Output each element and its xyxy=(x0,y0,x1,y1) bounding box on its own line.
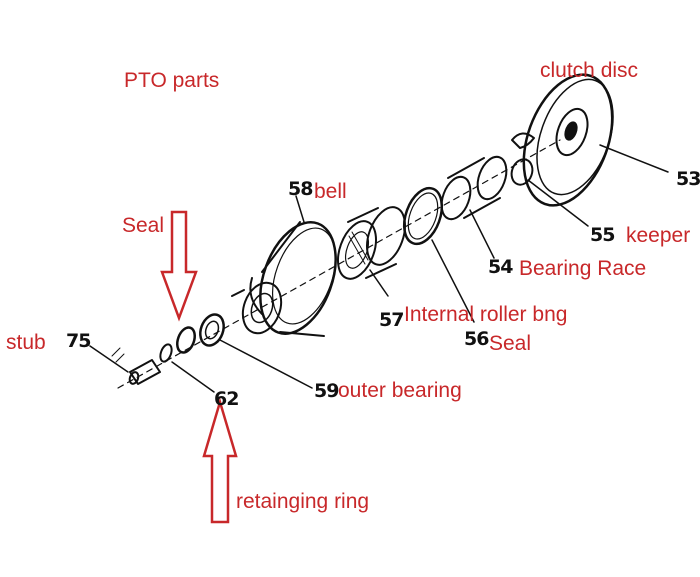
internal-roller-label: Internal roller bng xyxy=(404,303,568,326)
clutch-disc-label: clutch disc xyxy=(540,59,639,82)
part-number-59: 59 xyxy=(314,380,339,402)
retaining-ring-part xyxy=(159,343,215,393)
seal-ring-part xyxy=(402,186,475,323)
left-seal-part xyxy=(176,326,196,354)
bearing-race-label: Bearing Race xyxy=(519,257,647,280)
diagram-title: PTO parts xyxy=(124,69,220,92)
outer-bearing-part xyxy=(199,313,313,389)
retaining-ring-label: retainging ring xyxy=(236,490,370,513)
stub-label: stub xyxy=(6,331,46,354)
part-number-58: 58 xyxy=(288,178,313,200)
bell-housing-part xyxy=(231,195,337,337)
stub-shaft-part xyxy=(89,345,161,385)
clutch-disc-part xyxy=(522,73,669,207)
seal-down-arrow xyxy=(160,210,198,322)
part-number-53: 53 xyxy=(676,168,700,190)
part-number-54: 54 xyxy=(488,256,513,278)
keeper-part xyxy=(510,132,589,227)
outer-bearing-label: outer bearing xyxy=(338,379,462,402)
retaining-ring-up-arrow xyxy=(202,397,238,524)
keeper-label: keeper xyxy=(626,224,691,247)
bearing-race-part xyxy=(440,155,508,259)
part-number-75: 75 xyxy=(66,330,91,352)
bell-label: bell xyxy=(314,180,347,203)
part-number-56: 56 xyxy=(464,328,489,350)
internal-roller-bearing-part xyxy=(337,206,406,297)
part-number-55: 55 xyxy=(590,224,615,246)
seal-right-label: Seal xyxy=(489,332,532,355)
part-number-62: 62 xyxy=(214,388,239,410)
part-number-57: 57 xyxy=(379,309,404,331)
seal-left-label: Seal xyxy=(122,214,165,237)
